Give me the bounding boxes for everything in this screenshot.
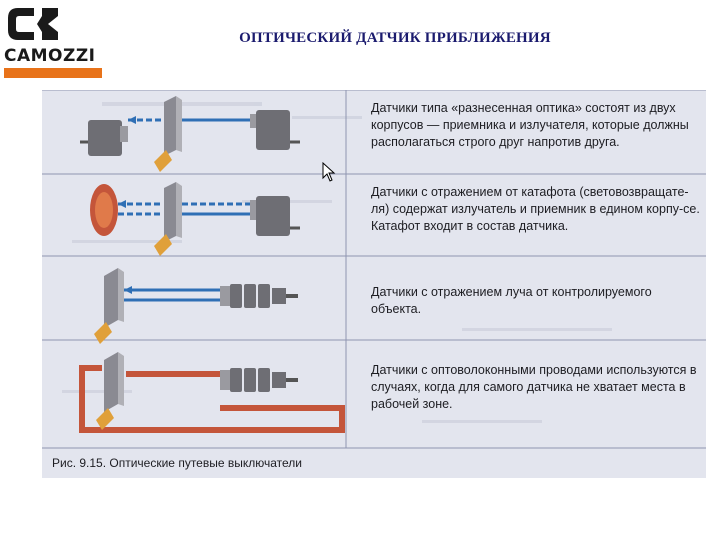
row-4-description: Датчики с оптоволоконными проводами испо… (371, 363, 697, 411)
mouse-pointer-icon (322, 162, 336, 182)
logo-orange-bar (4, 68, 102, 78)
figure-caption: Рис. 9.15. Оптические путевые выключател… (52, 456, 302, 470)
logo-wordmark: CAMOZZI (4, 46, 96, 66)
diffuse-sensor-diagram (94, 268, 298, 344)
page-title: ОПТИЧЕСКИЙ ДАТЧИК ПРИБЛИЖЕНИЯ (239, 30, 551, 46)
row-2-description: Датчики с отражением от катафота (светов… (371, 185, 700, 233)
through-beam-sensor-diagram (80, 96, 300, 172)
sensor-illustrations (42, 90, 706, 449)
fiber-optic-sensor-diagram (79, 352, 345, 433)
camozzi-logo: CAMOZZI (4, 4, 104, 78)
grid-lines (42, 90, 706, 449)
row-1-description: Датчики типа «разнесенная оптика» состоя… (371, 101, 689, 149)
row-3-description: Датчики с отражением луча от контролируе… (371, 285, 652, 316)
retro-reflective-sensor-diagram (90, 182, 300, 256)
sensor-figure: Датчики типа «разнесенная оптика» состоя… (42, 90, 706, 478)
camozzi-mark-icon (8, 8, 58, 40)
